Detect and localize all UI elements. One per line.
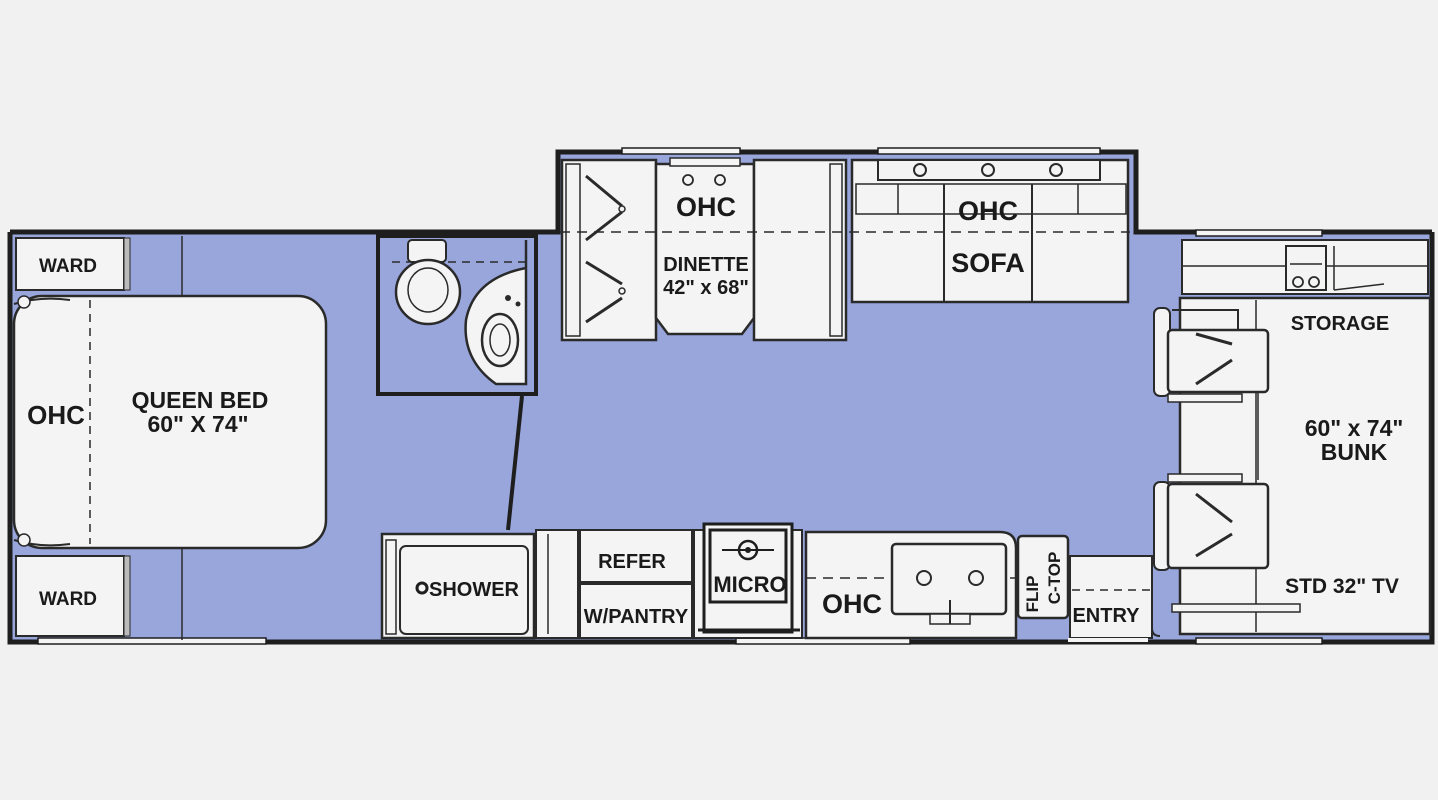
bottom-wall-highlight-3 [1195, 637, 1323, 645]
kitchen-counter: OHC [804, 530, 1018, 640]
stove-burner-icon [722, 539, 774, 561]
kitchen-sink-icon [890, 542, 1008, 625]
micro-label: MICRO [713, 572, 786, 597]
bathroom [376, 234, 538, 396]
ohc-dinette-label: OHC [676, 192, 736, 222]
wardrobe-top: WARD [15, 237, 131, 291]
toilet-icon [394, 239, 462, 326]
bathroom-door [506, 395, 524, 531]
dinette-label: DINETTE [663, 254, 749, 276]
shower: SHOWER [380, 532, 536, 640]
cab-area: STORAGE 60" x 74" BUNK STD 32" TV [1178, 239, 1432, 636]
queen-bed: OHC QUEEN BED 60" X 74" [12, 294, 328, 550]
wardrobe-bottom: WARD [15, 555, 131, 637]
flip-label: FLIP [1023, 576, 1042, 613]
bottom-wall-highlight [37, 637, 267, 645]
slideout-top-highlight [621, 147, 741, 155]
refer-label: REFER [598, 551, 666, 573]
tv-label: STD 32" TV [1285, 575, 1399, 598]
bunk-size: 60" x 74" [1305, 415, 1404, 441]
refrigerator: REFER W/PANTRY [535, 529, 693, 639]
dinette: OHC DINETTE 42" x 68" [560, 157, 848, 342]
pantry-label: W/PANTRY [584, 606, 689, 628]
sofa: OHC SOFA [850, 158, 1130, 304]
dinette-size: 42" x 68" [663, 277, 749, 299]
microwave: MICRO [693, 522, 803, 639]
driver-seat-icon [1153, 307, 1270, 403]
ohc-sofa-label: OHC [958, 196, 1018, 226]
ohc-kitchen-label: OHC [822, 589, 882, 619]
dinette-seat-folds [585, 174, 626, 324]
right-wall-highlight [1195, 229, 1323, 237]
sofa-label: SOFA [951, 248, 1025, 278]
exterior-walls [7, 149, 1435, 645]
ward-bottom-label: WARD [39, 589, 97, 610]
dinette-table [654, 162, 756, 336]
c-top-label: C-TOP [1045, 552, 1064, 605]
entry-label: ENTRY [1072, 605, 1140, 627]
storage-label: STORAGE [1291, 313, 1390, 335]
ohc-bedroom-label: OHC [27, 400, 85, 430]
slideout-top-highlight-2 [877, 147, 1101, 155]
flip-c-top: FLIP C-TOP [1016, 534, 1070, 620]
queen-bed-label: QUEEN BED [132, 387, 269, 413]
bathroom-sink-icon [464, 240, 528, 386]
passenger-seat-icon [1153, 473, 1301, 613]
bunk-label: BUNK [1321, 439, 1388, 465]
ward-top-label: WARD [39, 256, 97, 277]
shower-label: SHOWER [429, 579, 520, 601]
entry: ENTRY [1068, 555, 1161, 642]
queen-bed-size: 60" X 74" [147, 411, 248, 437]
